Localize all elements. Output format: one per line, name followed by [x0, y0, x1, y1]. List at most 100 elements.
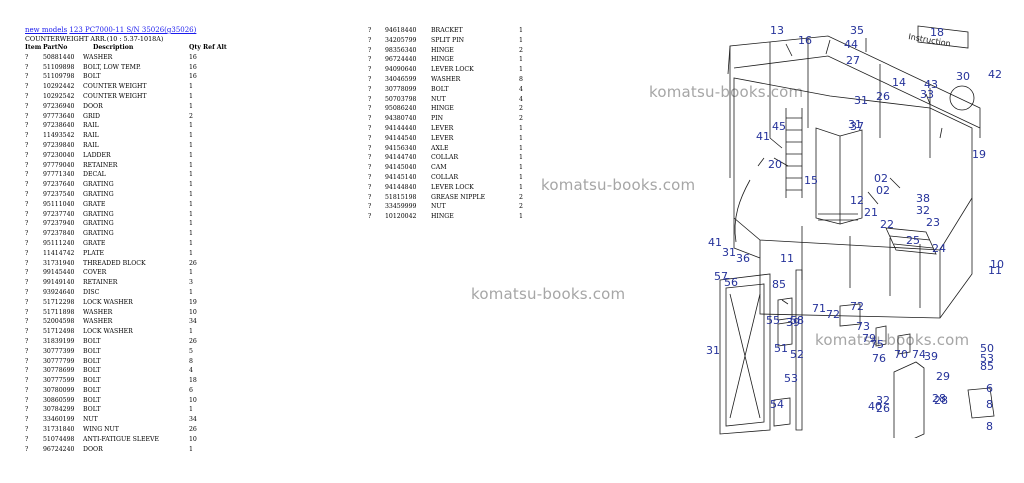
cell-item: ? [25, 132, 29, 140]
callout-label: 70 [894, 348, 908, 361]
cell-item: ? [25, 279, 29, 287]
cell-qty: 1 [519, 124, 523, 132]
callout-label: 33 [920, 88, 934, 101]
cell-partno: 30780099 [43, 386, 75, 394]
cell-description: COLLAR [431, 173, 459, 181]
cell-partno: 52004598 [43, 318, 75, 326]
callout-label: 51 [774, 342, 788, 355]
cell-qty: 1 [189, 406, 193, 414]
cell-description: GRATING [83, 210, 114, 218]
breadcrumb-link-models[interactable]: new models [25, 26, 68, 34]
cell-qty: 1 [519, 27, 523, 34]
cell-item: ? [25, 396, 29, 404]
cell-item: ? [25, 63, 29, 71]
cell-qty: 16 [189, 73, 197, 81]
cell-description: LEVER LOCK [431, 183, 474, 191]
cell-description: RETAINER [83, 279, 118, 287]
cell-partno: 97237940 [43, 220, 75, 228]
cell-partno: 94380740 [385, 115, 417, 123]
callout-label: 41 [708, 236, 722, 249]
callout-label: 41 [756, 130, 770, 143]
cell-partno: 30777799 [43, 357, 75, 365]
cell-qty: 2 [189, 112, 193, 120]
cell-item: ? [25, 416, 29, 424]
cell-item: ? [368, 193, 372, 201]
cell-item: ? [25, 386, 29, 394]
column-header-alt: Alt [216, 44, 227, 51]
cell-description: LOCK WASHER [83, 328, 133, 336]
cell-item: ? [25, 357, 29, 365]
column-header-description: Description [93, 44, 134, 51]
callout-label: 31 [848, 118, 862, 131]
cell-item: ? [25, 210, 29, 218]
cell-item: ? [368, 164, 372, 172]
cell-qty: 1 [519, 164, 523, 172]
cell-description: LADDER [83, 151, 111, 159]
cell-qty: 26 [189, 337, 197, 345]
cell-qty: 1 [189, 141, 193, 149]
cell-description: LEVER [431, 124, 454, 132]
cell-description: PLATE [83, 249, 105, 257]
cell-description: HINGE [431, 56, 454, 64]
cell-partno: 30778099 [385, 85, 417, 93]
cell-qty: 8 [519, 75, 523, 83]
cell-qty: 34 [189, 416, 197, 424]
cell-description: NUT [431, 95, 446, 103]
cell-item: ? [25, 92, 29, 100]
column-header-qty: Qty [189, 44, 201, 51]
cell-partno: 94144740 [385, 154, 417, 162]
cell-item: ? [25, 337, 29, 345]
cell-description: HINGE [431, 213, 454, 221]
cell-qty: 19 [189, 298, 197, 306]
page-subtitle: COUNTERWEIGHT ARR.(10 : 5.37-1018A) [25, 35, 164, 43]
callout-label: 39 [924, 350, 938, 363]
cell-description: GRATE [83, 239, 106, 247]
watermark: komatsu-books.com [815, 331, 970, 349]
cell-item: ? [25, 122, 29, 130]
cell-description: BOLT [83, 396, 101, 404]
cell-qty: 5 [189, 347, 193, 355]
cell-qty: 1 [189, 132, 193, 140]
cell-description: DECAL [83, 171, 106, 179]
cell-description: HINGE [431, 105, 454, 113]
column-header-ref: Ref [203, 44, 215, 51]
cell-partno: 96724440 [385, 56, 417, 64]
cell-partno: 34205799 [385, 36, 417, 44]
cell-partno: 30860599 [43, 396, 75, 404]
callout-label: 58 [790, 314, 804, 327]
cell-partno: 98356340 [385, 46, 417, 54]
cell-item: ? [25, 406, 29, 414]
cell-partno: 30784299 [43, 406, 75, 414]
callout-label: 42 [988, 68, 1002, 81]
cell-item: ? [25, 190, 29, 198]
cell-item: ? [25, 102, 29, 110]
cell-partno: 51712498 [43, 328, 75, 336]
cell-description: BOLT [83, 377, 101, 385]
cell-qty: 1 [189, 445, 193, 453]
cell-qty: 1 [519, 36, 523, 44]
cell-description: RETAINER [83, 161, 118, 169]
cell-qty: 2 [519, 115, 523, 123]
breadcrumb-link-model[interactable]: 123 PC7000-11 S/N 35026(g35026) [69, 26, 197, 34]
cell-item: ? [25, 181, 29, 189]
callout-label: 02 [874, 172, 888, 185]
cell-item: ? [25, 249, 29, 257]
callout-label: 14 [892, 76, 906, 89]
